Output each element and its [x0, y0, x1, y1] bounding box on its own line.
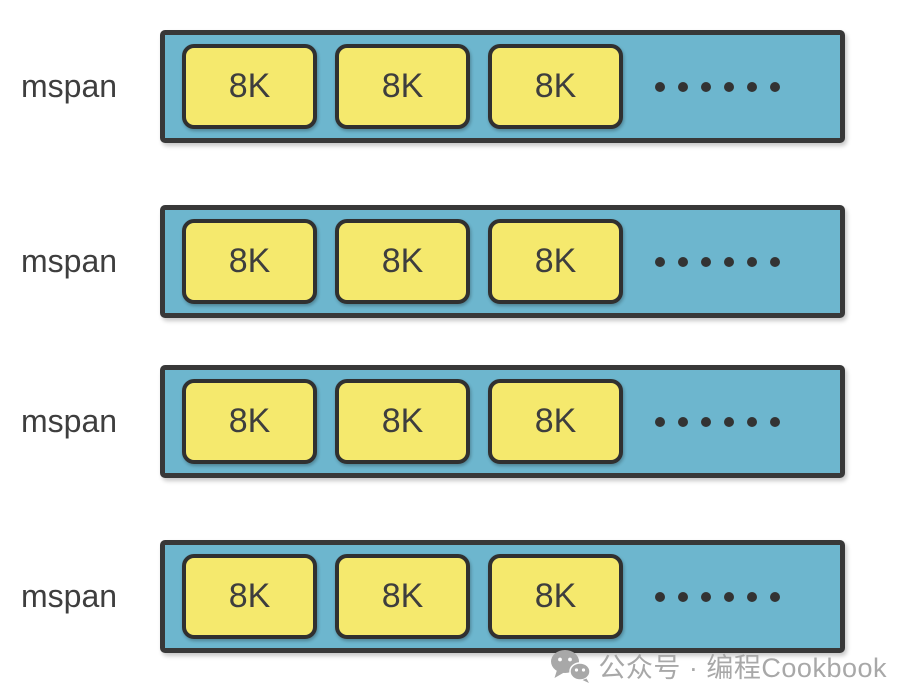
mspan-label: mspan	[21, 243, 118, 279]
page-block-8k: 8K	[182, 379, 317, 464]
mspan-label: mspan	[21, 403, 118, 439]
ellipsis-dot	[770, 81, 780, 92]
ellipsis-dot	[678, 416, 688, 427]
ellipsis-dot	[747, 591, 757, 602]
mspan-container: 8K 8K 8K	[160, 365, 845, 478]
ellipsis-dot	[770, 256, 780, 267]
mspan-row: mspan 8K 8K 8K	[0, 30, 910, 143]
ellipsis-dot	[701, 591, 711, 602]
ellipsis-dot	[655, 416, 665, 427]
ellipsis-dot	[655, 591, 665, 602]
page-block-8k: 8K	[488, 379, 623, 464]
ellipsis-dot	[701, 81, 711, 92]
page-block-8k: 8K	[182, 219, 317, 304]
ellipsis-dot	[701, 416, 711, 427]
ellipsis-dot	[678, 591, 688, 602]
ellipsis-dot	[770, 416, 780, 427]
watermark-text: 公众号 · 编程Cookbook	[598, 653, 887, 683]
page-block-8k: 8K	[335, 554, 470, 639]
page-block-8k: 8K	[182, 554, 317, 639]
page-block-8k: 8K	[182, 44, 317, 129]
page-block-8k: 8K	[488, 44, 623, 129]
page-block-8k: 8K	[488, 219, 623, 304]
ellipsis-dot	[724, 256, 734, 267]
mspan-label: mspan	[21, 68, 118, 104]
ellipsis-dots	[641, 591, 840, 602]
page-block-8k: 8K	[335, 44, 470, 129]
mspan-container: 8K 8K 8K	[160, 205, 845, 318]
watermark: 公众号 · 编程Cookbook	[550, 646, 887, 685]
mspan-row: mspan 8K 8K 8K	[0, 205, 910, 318]
mspan-row: mspan 8K 8K 8K	[0, 365, 910, 478]
mspan-row: mspan 8K 8K 8K	[0, 540, 910, 653]
ellipsis-dot	[655, 81, 665, 92]
ellipsis-dots	[641, 256, 840, 267]
ellipsis-dot	[724, 81, 734, 92]
wechat-icon	[550, 649, 592, 683]
ellipsis-dot	[747, 416, 757, 427]
ellipsis-dot	[678, 256, 688, 267]
ellipsis-dot	[770, 591, 780, 602]
mspan-label: mspan	[21, 578, 118, 614]
ellipsis-dot	[747, 256, 757, 267]
page-block-8k: 8K	[335, 379, 470, 464]
page-block-8k: 8K	[488, 554, 623, 639]
ellipsis-dots	[641, 81, 840, 92]
page-block-8k: 8K	[335, 219, 470, 304]
mspan-container: 8K 8K 8K	[160, 540, 845, 653]
ellipsis-dot	[747, 81, 757, 92]
ellipsis-dot	[724, 416, 734, 427]
ellipsis-dot	[678, 81, 688, 92]
ellipsis-dot	[701, 256, 711, 267]
ellipsis-dot	[655, 256, 665, 267]
mspan-container: 8K 8K 8K	[160, 30, 845, 143]
ellipsis-dot	[724, 591, 734, 602]
ellipsis-dots	[641, 416, 840, 427]
